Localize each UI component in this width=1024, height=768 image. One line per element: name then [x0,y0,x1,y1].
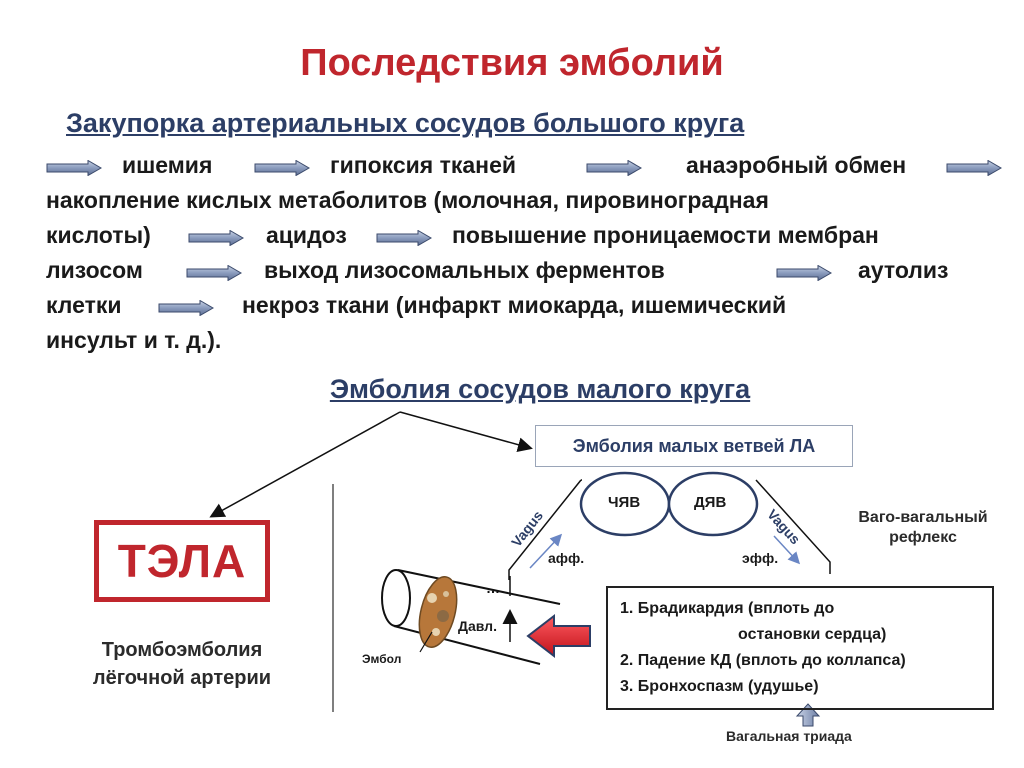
right-arrow-icon [254,160,310,176]
chyav-label: ЧЯВ [608,494,641,511]
eff-label: эфф. [742,550,779,566]
text-cell: клетки [46,292,122,318]
step-necrosis: некроз ткани (инфаркт миокарда, ишемичес… [242,292,787,318]
text-line-1: ишемия гипоксия тканей анаэробный обмен [46,152,1006,186]
step-hypoxia: гипоксия тканей [330,152,516,178]
text-lysosomes: лизосом [46,257,143,283]
triad-item-1-cont: остановки сердца) [738,626,887,643]
dyav-label: ДЯВ [694,494,727,511]
triad-item-2: 2. Падение КД (вплоть до коллапса) [620,652,906,669]
embol-label: Эмбол [362,652,402,666]
step-anaerobic: анаэробный обмен [686,152,907,178]
right-arrow-icon [376,230,432,246]
step-autolysis: аутолиз [858,257,949,283]
vagus-efferent-label: Vagus [764,506,804,548]
small-branches-box: Эмболия малых ветвей ЛА [535,425,853,467]
text-line-2: накопление кислых метаболитов (молочная,… [46,187,1006,221]
text-acids: кислоты) [46,222,151,248]
tela-caption-line-1: Тромбоэмболия [101,639,263,661]
reflex-line-1: Ваго-вагальный [858,509,988,526]
embolus-icon [418,576,458,648]
right-arrow-icon [586,160,642,176]
step-ischemia: ишемия [122,152,213,178]
heading-systemic-circulation: Закупорка артериальных сосудов большого … [66,108,745,138]
red-pressure-arrow-icon [526,613,591,659]
step-acidosis: ацидоз [266,222,347,248]
text-line-3: кислоты) ацидоз повышение проницаемости … [46,222,1006,256]
vagal-triad-caption: Вагальная триада [726,728,852,744]
pressure-label: Давл. [458,618,497,634]
embol-pointer-line [419,631,433,653]
branch-arrow-small-branches [399,411,533,453]
aff-label: афф. [548,550,585,566]
right-arrow-icon [188,230,244,246]
right-arrow-icon [46,160,102,176]
branch-arrow-tela [209,411,401,518]
right-arrow-icon [776,265,832,281]
step-enzymes: выход лизосомальных ферментов [264,257,665,283]
text-stroke: инсульт и т. д.). [46,327,222,353]
heading-pulmonary-circulation: Эмболия сосудов малого круга [329,374,751,404]
tela-caption-line-2: лёгочной артерии [92,667,272,689]
tela-box: ТЭЛА [94,520,270,602]
triad-item-3: 3. Бронхоспазм (удушье) [620,678,819,695]
reflex-line-2: рефлекс [889,529,957,546]
step-permeability: повышение проницаемости мембран [452,222,879,248]
triad-item-1: 1. Брадикардия (вплоть до [620,600,835,617]
right-arrow-icon [158,300,214,316]
text-line-4: лизосом выход лизосомальных ферментов ау… [46,257,1006,291]
tela-caption: Тромбоэмболия лёгочной артерии [60,636,304,692]
step-acid-metabolites: накопление кислых метаболитов (молочная,… [46,187,769,213]
svg-text:…: … [486,580,500,596]
right-arrow-icon [946,160,1002,176]
right-arrow-icon [186,265,242,281]
vessel-tube [381,569,561,665]
text-line-5: клетки некроз ткани (инфаркт миокарда, и… [46,292,1006,326]
reflex-label: Ваго-вагальный рефлекс [838,508,1008,548]
text-line-6: инсульт и т. д.). [46,327,1006,361]
vagus-afferent-label: Vagus [508,507,547,550]
vagal-triad-box: 1. Брадикардия (вплоть до остановки серд… [606,586,994,710]
page-title: Последствия эмболий [300,42,724,84]
